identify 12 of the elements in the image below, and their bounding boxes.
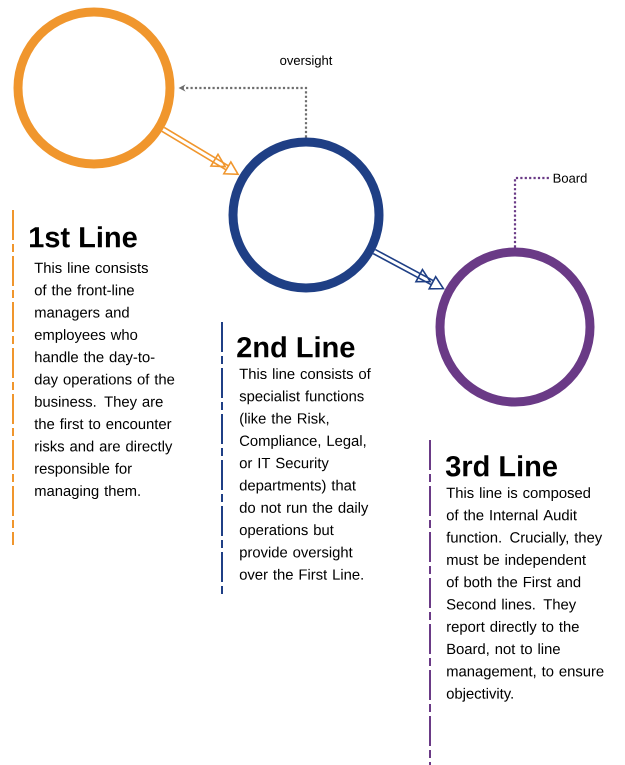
heading: 3rd Line [446, 455, 557, 477]
heading: 1st Line [30, 226, 137, 248]
circle [228, 138, 384, 292]
leader-line [514, 176, 551, 248]
circle [14, 8, 174, 168]
heading: 2nd Line [237, 336, 354, 358]
description: This line is composed of the Internal Audit function. Crucially, they must be independent of both the First and Second lines. They report directly to the Board, not to line management, to ensure objectivity. [446, 487, 604, 702]
description: This line consists of specialist functions (like the Risk, Compliance, Legal, or IT Security departments) that do not run the daily operations but provide oversight over the First Line. [240, 368, 371, 580]
edge-label: oversight [280, 55, 332, 68]
board-label: Board [554, 173, 586, 183]
description: This line consists of the front-line managers and employees who handle the day-to-day operations of the business. They are the first to encounter risks and are directly responsible for managing them. [34, 262, 174, 499]
circle [436, 248, 594, 406]
